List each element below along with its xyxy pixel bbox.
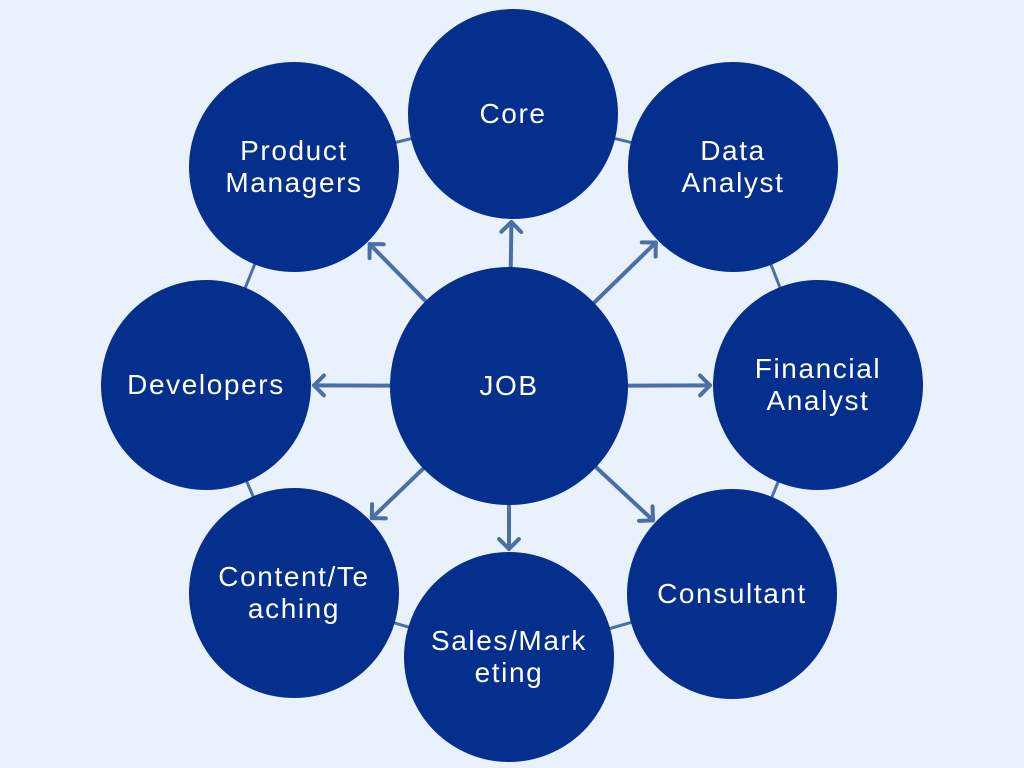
arrow-to-data: [589, 240, 658, 308]
arrow-to-core: [499, 219, 524, 274]
node-consultant-label: Consultant: [657, 578, 807, 609]
arrow-to-content: [369, 463, 429, 521]
node-core-label: Core: [479, 98, 547, 129]
node-content-teaching-label: Content/Te aching: [218, 561, 370, 624]
arrow-to-fin: [621, 373, 713, 398]
node-sales-marketing: Sales/Mark eting: [404, 552, 614, 762]
node-product-managers: Product Managers: [189, 62, 399, 272]
node-product-managers-label: Product Managers: [225, 135, 363, 198]
node-core: Core: [408, 9, 618, 219]
arrow-to-sales: [497, 499, 521, 551]
node-sales-marketing-label: Sales/Mark eting: [430, 625, 588, 688]
arrow-to-cons: [591, 462, 656, 523]
node-financial-analyst-label: Financial Analyst: [754, 353, 882, 416]
node-developers-label: Developers: [127, 369, 285, 400]
node-job-label: JOB: [479, 370, 539, 401]
arrow-to-pm: [367, 242, 431, 306]
node-job-center: JOB: [390, 267, 628, 505]
node-content-teaching: Content/Te aching: [189, 488, 399, 698]
node-data-analyst: Data Analyst: [628, 62, 838, 272]
node-financial-analyst: Financial Analyst: [713, 280, 923, 490]
arrow-to-dev: [311, 373, 397, 398]
center-arrows: [311, 219, 713, 551]
node-data-analyst-label: Data Analyst: [681, 135, 785, 198]
node-developers: Developers: [101, 280, 311, 490]
node-consultant: Consultant: [627, 489, 837, 699]
